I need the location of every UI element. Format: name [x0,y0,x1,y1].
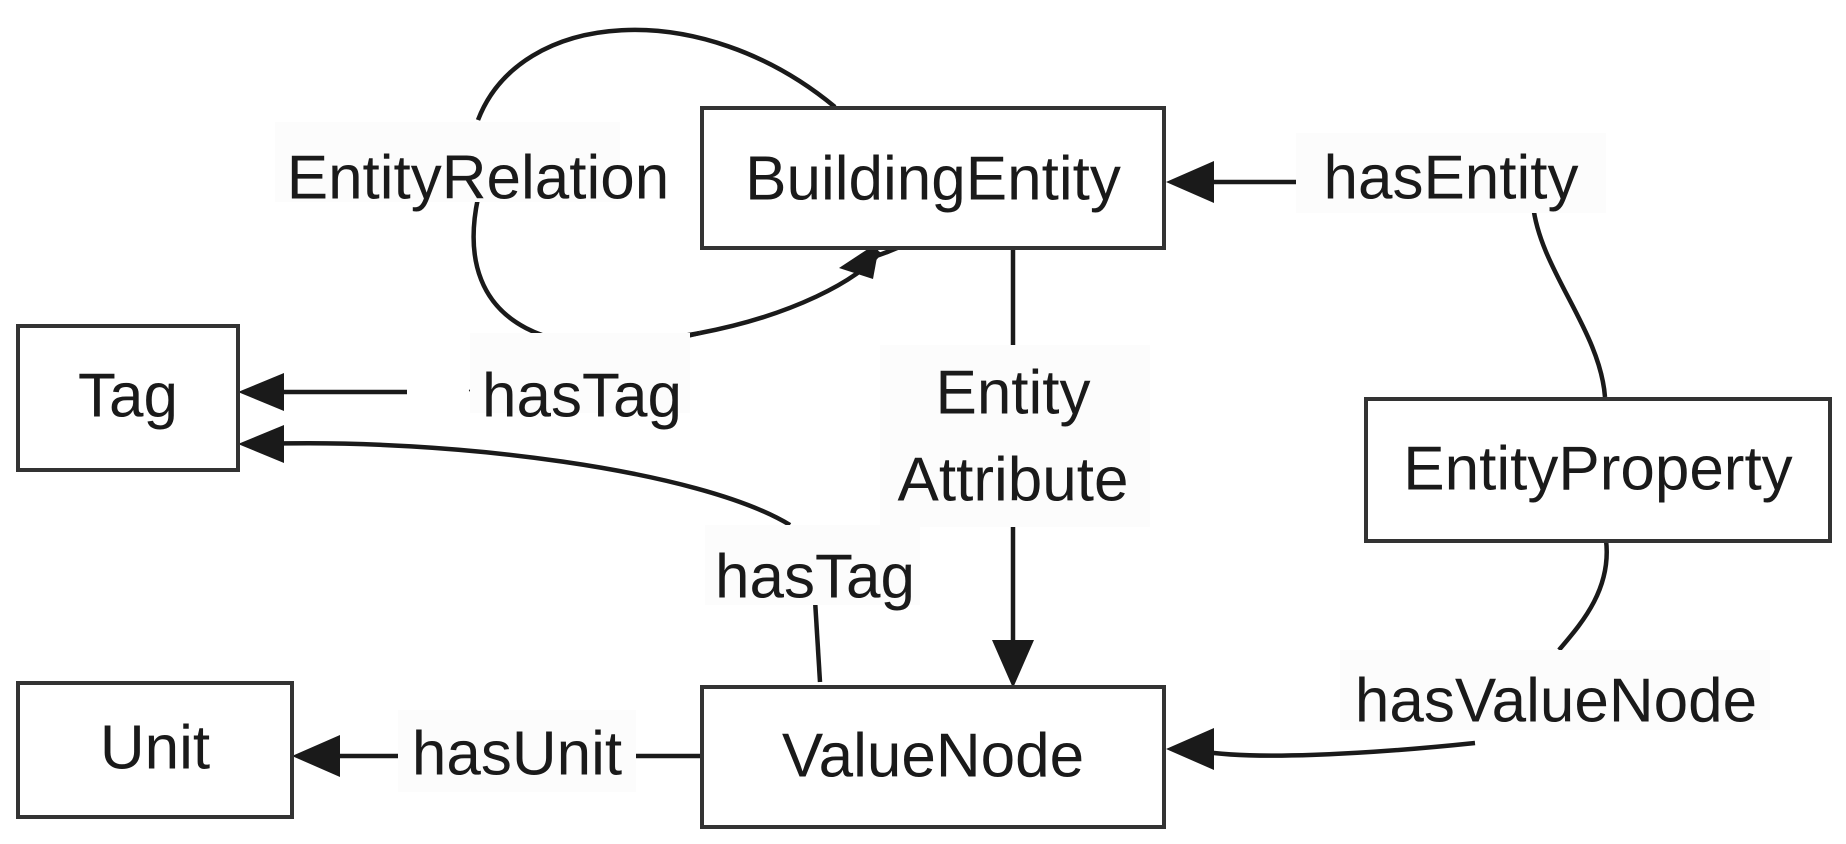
has-tag-bottom-stem [812,599,823,683]
value-node-label: ValueNode [782,721,1084,790]
has-tag-bottom-arrowhead [238,425,284,463]
edge-has-tag-bottom [238,425,823,683]
node-building-entity[interactable]: BuildingEntity [700,106,1166,250]
node-value-node[interactable]: ValueNode [700,685,1166,829]
has-tag-top-arrowhead [238,373,284,411]
edge-label-has-value-node: hasValueNode [1340,650,1770,735]
has-tag-top-label-halo [470,333,690,413]
has-entity-curve [1530,204,1608,398]
has-tag-bottom-label: hasTag [715,542,915,611]
has-value-node-label: hasValueNode [1355,666,1757,735]
edge-has-value-node [1166,539,1609,770]
has-entity-label: hasEntity [1323,143,1578,212]
has-unit-label-halo [398,710,636,792]
has-tag-bottom-curve [261,441,792,527]
edge-label-has-tag-top: hasTag [470,333,690,430]
node-entity-property[interactable]: EntityProperty [1364,397,1832,543]
tag-box[interactable] [16,324,240,472]
edge-label-has-entity: hasEntity [1296,133,1606,213]
entity-relation-arrowhead [839,241,880,279]
node-unit[interactable]: Unit [16,681,294,819]
has-tag-bottom-label-halo [705,525,920,605]
has-tag-top-label: hasTag [482,361,682,430]
entity-attribute-label-halo [880,345,1150,527]
entity-relation-lower-segment [471,197,701,348]
entity-relation-label-halo [275,122,620,202]
has-value-node-arrowhead [1166,728,1214,770]
has-value-node-curve-upper [1557,539,1609,652]
entity-attribute-arrowhead [992,640,1034,688]
building-entity-label: BuildingEntity [745,144,1121,213]
has-value-node-label-halo [1340,650,1770,730]
has-value-node-curve-lower [1199,740,1476,758]
edge-label-entity-relation: EntityRelation [275,122,669,212]
edge-entity-attribute [992,250,1034,688]
has-unit-label: hasUnit [412,719,622,788]
edge-label-entity-attribute: Entity Attribute [880,345,1150,527]
unit-label: Unit [100,713,210,782]
edge-label-has-unit: hasUnit [398,710,636,792]
entity-attribute-label-line1: Entity [935,358,1090,427]
building-entity-box[interactable] [700,106,1166,250]
edge-has-unit [292,735,700,777]
has-entity-label-halo [1296,133,1606,213]
has-entity-arrowhead [1166,161,1214,203]
value-node-box[interactable] [700,685,1166,829]
entity-property-label: EntityProperty [1403,434,1792,503]
edge-label-has-tag-bottom: hasTag [705,525,920,611]
unit-box[interactable] [16,681,294,819]
entity-relation-label: EntityRelation [287,143,670,212]
entity-property-box[interactable] [1364,397,1832,543]
tag-label: Tag [78,361,178,430]
entity-attribute-label-line2: Attribute [898,445,1129,514]
node-tag[interactable]: Tag [16,324,240,472]
has-unit-arrowhead [292,735,340,777]
entity-relation-upper-segment [475,27,837,121]
